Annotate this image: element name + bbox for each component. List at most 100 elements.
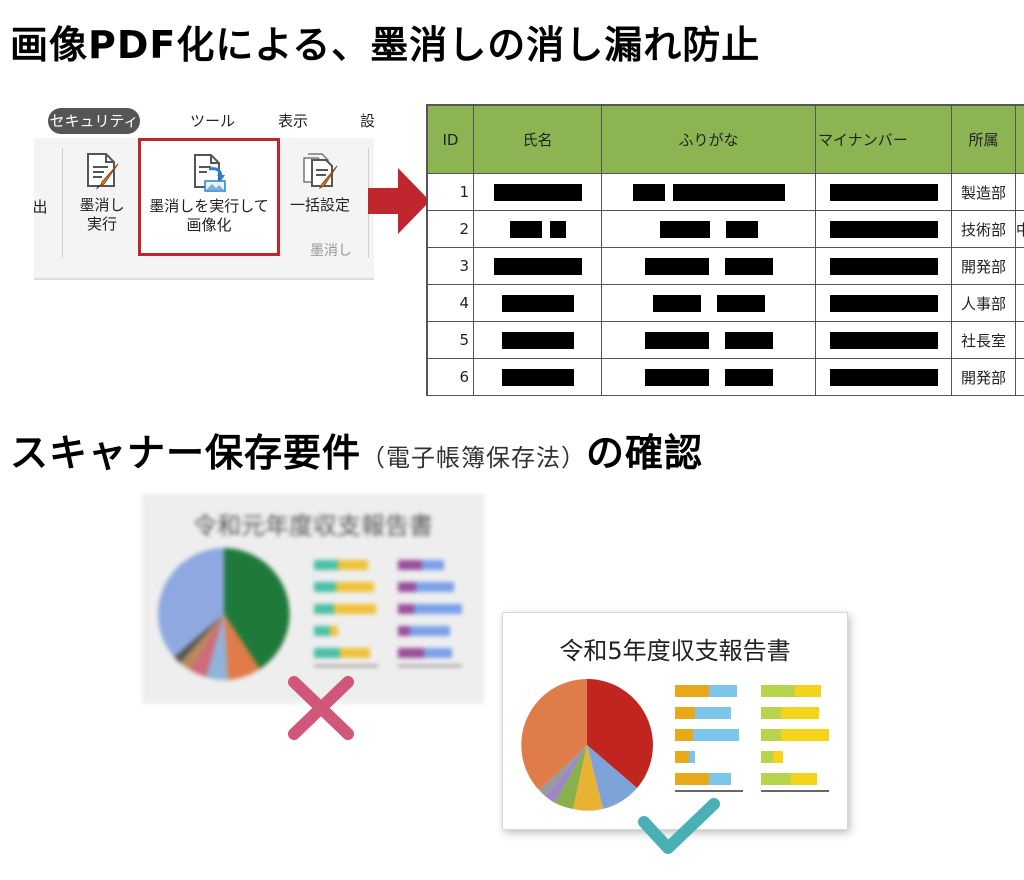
bulk-settings-label: 一括設定 bbox=[289, 196, 350, 214]
redaction-bar bbox=[632, 184, 665, 201]
table-row: 6 開発部 bbox=[427, 358, 1024, 395]
table-row: 3 開発部 bbox=[427, 247, 1024, 285]
accept-check-icon bbox=[638, 798, 720, 854]
redaction-bar bbox=[829, 258, 938, 275]
redaction-bar bbox=[829, 221, 938, 238]
cell-department: 社長室 bbox=[951, 321, 1016, 359]
table-row: 1 製造部 bbox=[427, 173, 1024, 211]
cell-extra bbox=[1015, 173, 1024, 211]
partial-button-label: 出 bbox=[34, 198, 50, 217]
redaction-bar bbox=[724, 369, 773, 386]
arrow-right-icon bbox=[368, 168, 430, 234]
redact-execute-button[interactable]: 墨消し 実行 bbox=[72, 152, 132, 234]
column-header-name: 氏名 bbox=[473, 105, 602, 174]
cell-extra bbox=[1015, 284, 1024, 322]
report-old-graphic bbox=[158, 548, 462, 681]
cell-name-redacted bbox=[473, 173, 602, 211]
redaction-bar bbox=[493, 184, 582, 201]
cell-furigana-redacted bbox=[601, 210, 816, 248]
redaction-bar bbox=[829, 332, 938, 349]
cell-id: 5 bbox=[427, 321, 474, 359]
cell-furigana-redacted bbox=[601, 358, 816, 395]
redaction-bar bbox=[716, 295, 765, 312]
tab-settings[interactable]: 設 bbox=[360, 112, 374, 130]
redaction-bar bbox=[644, 258, 709, 275]
redaction-bar bbox=[652, 295, 701, 312]
table-row: 4 人事部 bbox=[427, 284, 1024, 322]
cell-extra bbox=[1015, 321, 1024, 359]
cell-id: 2 bbox=[427, 210, 474, 248]
cell-extra bbox=[1015, 247, 1024, 285]
report-new-graphic bbox=[521, 679, 829, 811]
cell-extra: 中 bbox=[1015, 210, 1024, 248]
report-card-new: 令和5年度収支報告書 bbox=[502, 612, 848, 830]
redaction-bar bbox=[644, 332, 709, 349]
redaction-bar bbox=[725, 221, 758, 238]
reject-cross-icon bbox=[288, 676, 354, 740]
redact-button-label-2: 実行 bbox=[86, 215, 117, 233]
cell-department: 人事部 bbox=[951, 284, 1016, 322]
cell-department: 製造部 bbox=[951, 173, 1016, 211]
heading-redaction: 画像PDF化による、墨消しの消し漏れ防止 bbox=[10, 23, 761, 67]
ribbon-separator bbox=[62, 148, 63, 258]
ribbon-tab-bar: セキュリティ ツール 表示 設 bbox=[34, 100, 374, 138]
cell-mynumber-redacted bbox=[815, 284, 952, 322]
report-old-title: 令和元年度収支報告書 bbox=[193, 512, 433, 540]
redaction-bar bbox=[509, 221, 542, 238]
tab-view[interactable]: 表示 bbox=[278, 112, 309, 130]
redact-button-label-1: 墨消し bbox=[79, 196, 125, 214]
redaction-bar bbox=[501, 369, 574, 386]
heading-scanner-tail: の確認 bbox=[586, 431, 704, 475]
partial-button[interactable]: 出 bbox=[34, 198, 50, 217]
redaction-bar bbox=[829, 184, 938, 201]
cell-mynumber-redacted bbox=[815, 210, 952, 248]
redaction-bar bbox=[672, 184, 785, 201]
redact-and-image-button[interactable]: 墨消しを実行して 画像化 bbox=[138, 138, 280, 256]
redaction-bar bbox=[493, 258, 582, 275]
report-card-old: 令和元年度収支報告書 bbox=[142, 494, 484, 704]
redaction-bar bbox=[659, 221, 710, 238]
cell-name-redacted bbox=[473, 210, 602, 248]
cell-mynumber-redacted bbox=[815, 247, 952, 285]
redact-document-icon bbox=[87, 153, 119, 190]
cell-id: 1 bbox=[427, 173, 474, 211]
table-row: 5 社長室 bbox=[427, 321, 1024, 359]
bulk-settings-button[interactable]: 一括設定 bbox=[284, 152, 356, 215]
redaction-bar bbox=[644, 369, 709, 386]
tab-security[interactable]: セキュリティ bbox=[48, 108, 140, 134]
cell-furigana-redacted bbox=[601, 173, 816, 211]
redaction-bar bbox=[549, 221, 566, 238]
redact-to-image-icon bbox=[194, 154, 226, 192]
tab-tools[interactable]: ツール bbox=[190, 112, 236, 130]
redaction-bar bbox=[829, 295, 938, 312]
redaction-bar bbox=[724, 332, 773, 349]
redacted-table: ID 氏名 ふりがな マイナンバー 所属 1 製造部 2 bbox=[426, 104, 1024, 396]
cell-furigana-redacted bbox=[601, 321, 816, 359]
cell-name-redacted bbox=[473, 358, 602, 395]
ribbon-group-label: 墨消し bbox=[310, 243, 352, 259]
table-header-row: ID 氏名 ふりがな マイナンバー 所属 bbox=[427, 105, 1024, 174]
cell-department: 技術部 bbox=[951, 210, 1016, 248]
cell-id: 4 bbox=[427, 284, 474, 322]
bulk-settings-icon bbox=[303, 153, 338, 190]
redaction-bar bbox=[501, 295, 574, 312]
cell-extra bbox=[1015, 358, 1024, 395]
redaction-bar bbox=[501, 332, 574, 349]
cell-department: 開発部 bbox=[951, 247, 1016, 285]
cell-id: 3 bbox=[427, 247, 474, 285]
cell-name-redacted bbox=[473, 247, 602, 285]
cell-mynumber-redacted bbox=[815, 358, 952, 395]
cell-id: 6 bbox=[427, 358, 474, 395]
column-header-department: 所属 bbox=[951, 105, 1016, 174]
cell-name-redacted bbox=[473, 321, 602, 359]
column-header-mynumber: マイナンバー bbox=[815, 105, 952, 174]
heading-scanner-paren: （電子帳簿保存法） bbox=[361, 444, 587, 472]
cell-furigana-redacted bbox=[601, 284, 816, 322]
cell-mynumber-redacted bbox=[815, 173, 952, 211]
cell-name-redacted bbox=[473, 284, 602, 322]
column-header-furigana: ふりがな bbox=[601, 105, 816, 174]
ribbon-toolbar: セキュリティ ツール 表示 設 出 墨消し 実行 bbox=[34, 100, 374, 280]
cell-furigana-redacted bbox=[601, 247, 816, 285]
column-header-id: ID bbox=[427, 105, 474, 174]
redact-image-label-2: 画像化 bbox=[186, 216, 232, 234]
